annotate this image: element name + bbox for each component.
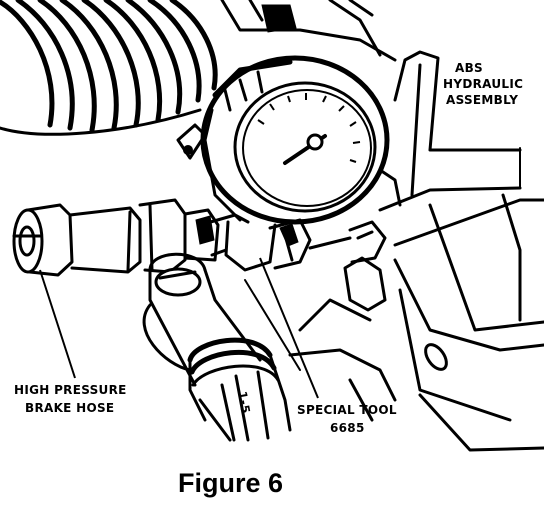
gauge-needle <box>283 133 327 165</box>
coiled-hose <box>0 0 218 136</box>
abs-label-line3: ASSEMBLY <box>446 93 518 107</box>
pressure-gauge <box>176 55 402 225</box>
label-abs-hydraulic-assembly: ABS HYDRAULIC ASSEMBLY <box>443 61 523 107</box>
figure-caption: Figure 6 <box>178 468 283 498</box>
tool-label-line1: SPECIAL TOOL <box>297 403 397 417</box>
leader-lines <box>39 147 521 399</box>
casting-top <box>220 0 397 62</box>
abs-bracket <box>288 50 544 452</box>
abs-label-line1: ABS <box>455 61 483 75</box>
tee-fitting <box>198 213 387 312</box>
gauge-ticks <box>257 93 361 163</box>
fitting-mark-label: 1-5 <box>235 390 253 415</box>
label-high-pressure-brake-hose: HIGH PRESSURE BRAKE HOSE <box>14 383 127 415</box>
label-special-tool: SPECIAL TOOL 6685 <box>297 403 397 435</box>
abs-label-line2: HYDRAULIC <box>443 77 523 91</box>
hose-label-line2: BRAKE HOSE <box>25 401 114 415</box>
hose-label-line1: HIGH PRESSURE <box>14 383 127 397</box>
special-tool-6685 <box>142 252 301 442</box>
brake-hose-fitting <box>12 198 220 277</box>
tool-label-line2: 6685 <box>330 421 365 435</box>
